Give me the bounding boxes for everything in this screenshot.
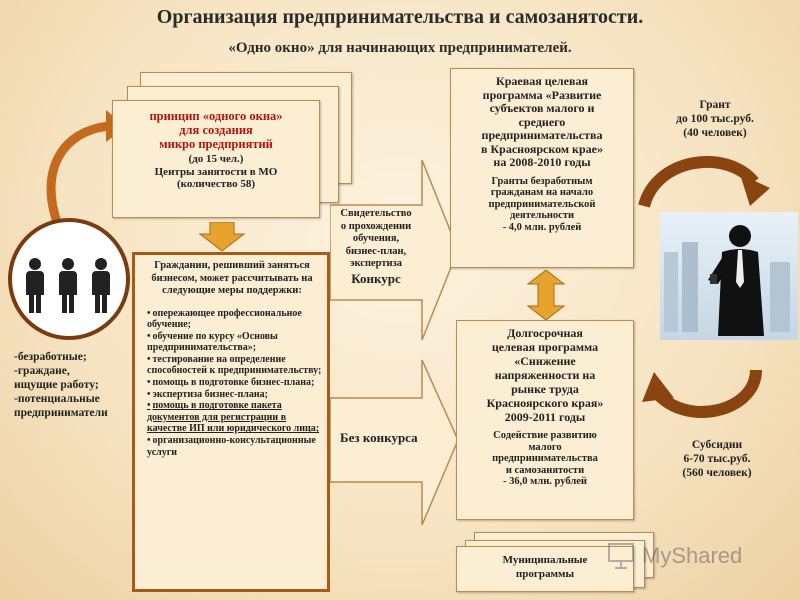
support-item: организационно-консультационные услуги [147,435,323,458]
page-title: Организация предпринимательства и самоза… [156,6,644,28]
subsidy-info: Субсидии 6-70 тыс.руб. (560 человек) [662,438,772,480]
long-program-line: Долгосрочная [507,326,583,340]
regional-program-line: программа «Развитие [482,87,602,102]
watermark: MyShared [606,538,776,574]
support-item: опережающее профессиональное обучение; [147,308,323,331]
support-box: Гражданин, решивший заняться бизнесом, м… [132,252,330,592]
grant-line: до 100 тыс.руб. [676,113,754,125]
regional-grant-line: предпринимательской [488,198,596,210]
one-window-line2: для создания [179,123,253,137]
upper-arrow-line: экспертиза [349,258,403,269]
regional-program-title: Краевая целевая программа «Развитие субъ… [451,74,633,170]
upper-arrow-line: Свидетельство [340,208,412,219]
no-contest-label: Без конкурса [340,430,418,445]
support-item: обучение по курсу «Основы предпринимател… [147,331,323,354]
down-arrow-icon [198,222,246,252]
one-window-line6: (количество 58) [176,178,255,190]
target-groups: -безработные; -граждане, ищущие работу; … [14,350,134,420]
regional-program-line: субъектов малого и [489,101,595,115]
support-item: помощь в подготовке бизнес-плана; [147,377,323,389]
support-item: тестирование на определение способностей… [147,354,323,377]
municipal-line: программы [515,568,575,580]
people-circle [8,218,130,340]
regional-grant-line: - 4,0 млн. рублей [502,221,582,233]
long-program-line: Красноярского края» [486,396,604,410]
upper-arrow-line: бизнес-план, [345,245,407,257]
one-window-line5: Центры занятости в МО [154,165,278,178]
long-assist-line: - 36,0 млн. рублей [503,476,587,487]
page-subtitle: «Одно окно» для начинающих предпринимате… [228,40,572,56]
long-program-line: напряженности на [494,368,596,382]
target-group-line: -граждане, [14,365,70,377]
long-assist-line: предпринимательства [492,453,598,464]
person-icon [92,258,110,313]
regional-program-line: в Красноярском крае» [481,141,603,156]
subsidy-line: (560 человек) [682,467,752,479]
regional-program-line: среднего [518,114,566,129]
double-arrow-icon [526,270,566,320]
businessman-image [660,212,798,340]
regional-program-line: на 2008-2010 годы [493,155,591,169]
target-group-line: -потенциальные [14,393,100,405]
upper-right-arrow-icon [330,160,459,341]
long-assist-line: малого [528,441,562,453]
long-assist-line: Содействие развитию [493,430,597,441]
regional-program-card: Краевая целевая программа «Развитие субъ… [450,68,634,268]
person-icon [26,258,44,313]
subsidy-line: 6-70 тыс.руб. [683,453,751,465]
regional-grant-line: деятельности [509,210,575,221]
one-window-line1: принцип «одного окна» [149,109,283,123]
long-program-card: Долгосрочная целевая программа «Снижение… [456,320,634,520]
regional-program-line: предпринимательства [481,128,603,142]
long-assist-line: и самозанятости [505,464,585,476]
one-window-line4: (до 15 чел.) [188,153,244,165]
long-program-line: 2009-2011 годы [504,410,586,424]
long-program-line: рынке труда [511,382,579,396]
upper-arrow-line: обучения, [352,233,400,244]
regional-grant-block: Гранты безработным гражданам на начало п… [451,176,633,234]
municipal-card: Муниципальные программы [456,546,634,592]
person-icon [59,258,77,313]
support-item: помощь в подготовке пакета документов дл… [147,400,323,435]
watermark-text: MyShared [642,543,743,568]
long-program-line: «Снижение [514,354,576,368]
presentation-icon [608,543,634,569]
upper-arrow-text: Свидетельство о прохождении обучения, би… [332,208,420,285]
one-window-line3: микро предприятий [159,137,273,151]
long-program-line: целевая программа [491,340,599,354]
contest-label: Конкурс [351,270,401,286]
grant-line: Грант [699,99,731,111]
lower-right-arrow-icon [330,359,459,526]
regional-program-line: Краевая целевая [496,74,588,88]
upper-curved-arrow-icon [638,155,770,208]
regional-grant-line: гражданам на начало [490,187,594,198]
grant-info: Грант до 100 тыс.руб. (40 человек) [656,98,774,140]
long-program-title: Долгосрочная целевая программа «Снижение… [457,326,633,424]
regional-grant-line: Гранты безработным [491,175,593,187]
target-group-line: -безработные; [14,351,87,363]
long-assist-block: Содействие развитию малого предпринимате… [457,430,633,488]
right-arrows [330,160,459,526]
municipal-line: Муниципальные [502,554,588,566]
subsidy-line: Субсидии [691,439,743,451]
upper-arrow-line: о прохождении [340,220,412,232]
target-group-line: предприниматели [14,407,108,419]
support-heading: Гражданин, решивший заняться бизнесом, м… [151,260,313,296]
target-group-line: ищущие работу; [14,379,99,391]
lower-curved-arrow-icon [642,369,762,418]
support-item: экспертиза бизнес-плана; [147,389,323,401]
support-list: опережающее профессиональное обучение; о… [141,308,323,459]
one-window-card: принцип «одного окна» для создания микро… [112,100,320,218]
grant-line: (40 человек) [683,127,747,139]
